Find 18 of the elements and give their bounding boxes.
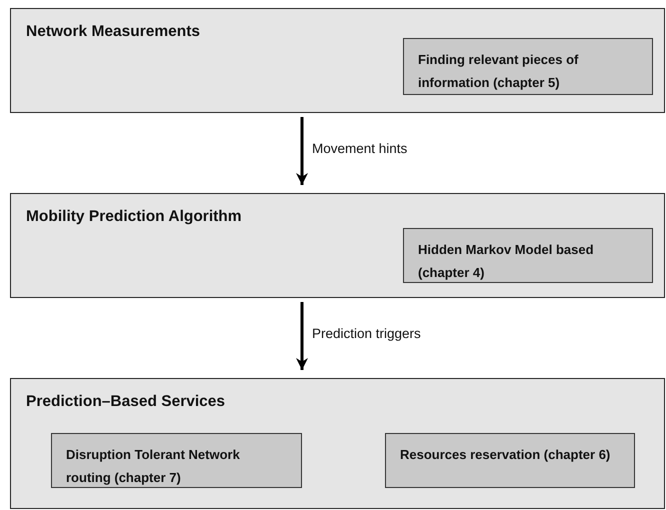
layer-heading: Prediction–Based Services: [26, 393, 226, 411]
edge-label: Movement hints: [312, 141, 408, 156]
component-box: [403, 228, 653, 283]
component-text: Resources reservation (chapter 6): [400, 446, 612, 464]
component-text: Disruption Tolerant Network routing (chapter 7): [66, 446, 241, 487]
component-box: [385, 433, 635, 488]
component-text: Finding relevant pieces of information (chapter 5): [418, 51, 580, 92]
component-box: [51, 433, 302, 488]
arrow: [296, 302, 308, 370]
layer-box: [10, 378, 665, 509]
layer-box: [10, 193, 665, 298]
layer-heading: Network Measurements: [26, 23, 200, 41]
component-box: [403, 38, 653, 95]
edge-label: Prediction triggers: [312, 326, 421, 341]
layer-box: [10, 8, 665, 113]
arrow: [296, 117, 308, 185]
layer-heading: Mobility Prediction Algorithm: [26, 208, 242, 226]
component-text: Hidden Markov Model based (chapter 4): [418, 241, 595, 282]
